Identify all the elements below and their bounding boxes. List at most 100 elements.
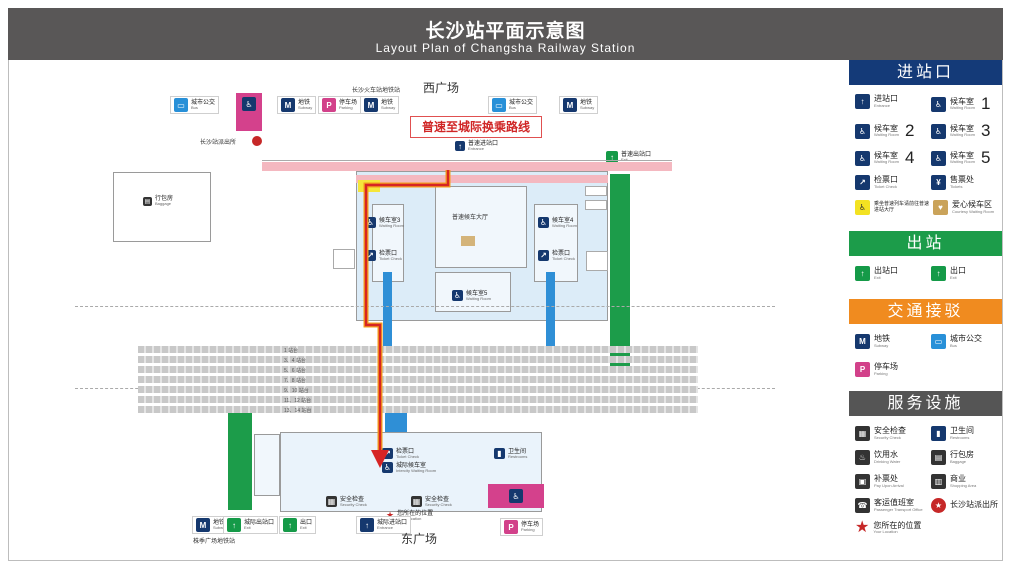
subway-icon: M [563,98,577,112]
bus-icon: ▭ [931,334,946,349]
exit-icon: ↑ [227,518,241,532]
legend-exit-title: 出站 [849,231,1002,256]
pay-upon-arrival-icon: ▣ [855,474,870,489]
restroom-icon: ▮ [931,426,946,441]
legend-services-title: 服务设施 [849,391,1002,416]
entrance-icon: ↑ [360,518,374,532]
security-check-icon: ▦ [855,426,870,441]
restroom-icon: ▮ [494,448,505,459]
parking-icon: P [855,362,870,377]
ticket-check-icon: ↗ [855,175,870,190]
parking-icon: P [504,520,518,534]
police-station-label: 长沙站派出所 [200,140,237,146]
ticket-check-icon: ↗ [538,250,549,261]
track-label-1: 1 站台 [284,348,299,354]
stair-east [546,272,555,350]
police-icon: ★ [931,498,946,513]
location-star-icon: ★ [386,510,395,520]
waiting-room-4-area [534,204,578,282]
track-4 [138,376,698,383]
side-room-ne-2 [585,200,607,210]
subway-icon: M [855,334,870,349]
exit-icon: ↑ [931,266,946,281]
drinking-water-icon: ♨ [855,450,870,465]
courtesy-icon: ♥ [933,200,948,215]
side-room-east [586,251,608,271]
police-icon [252,136,262,146]
stair-west [383,272,392,350]
legend-entry-title: 进站口 [849,60,1002,85]
west-plaza-label: 西广场 [423,81,460,95]
track-label-5: 9、10 站台 [284,388,309,394]
track-label-4: 7、8 站台 [284,378,306,384]
side-room-west [333,249,355,269]
track-label-3: 5、6 站台 [284,368,306,374]
track-7 [138,406,698,413]
subway-icon: M [281,98,295,112]
track-1 [138,346,698,353]
tickets-icon: ¥ [931,175,946,190]
waiting-room-icon: ♿ [365,217,376,228]
entrance-icon: ↑ [455,141,465,151]
waiting-room-5-area [435,272,511,312]
metro-west-label: 长沙火车站地铁站 [352,88,401,94]
waiting-room-icon: ♿ [931,123,946,139]
exit-icon: ↑ [855,266,870,281]
waiting-room-icon: ♿ [242,97,256,111]
bus-icon: ▭ [174,98,188,112]
baggage-room [113,172,211,242]
baggage-icon: ▤ [931,450,946,465]
shop-east: ♿ [488,484,544,508]
escalator [461,236,475,246]
priority-icon: ♿ [855,200,870,215]
exit-icon: ↑ [283,518,297,532]
exit-corridor-west [228,410,252,510]
page-subtitle: Layout Plan of Changsha Railway Station [375,41,636,55]
waiting-room-icon: ♿ [382,462,393,473]
security-check-icon: ▦ [411,496,422,507]
page-title: 长沙站平面示意图 [425,21,586,42]
track-label-7: 13、14 站台 [284,408,312,414]
platform-zone-top [75,306,775,307]
track-6 [138,396,698,403]
police-building: ♿ [236,93,262,131]
intercity-west-wing [254,434,280,496]
security-check-icon: ▦ [326,496,337,507]
waiting-room-icon: ♿ [509,489,523,503]
location-star-icon: ★ [855,519,870,536]
